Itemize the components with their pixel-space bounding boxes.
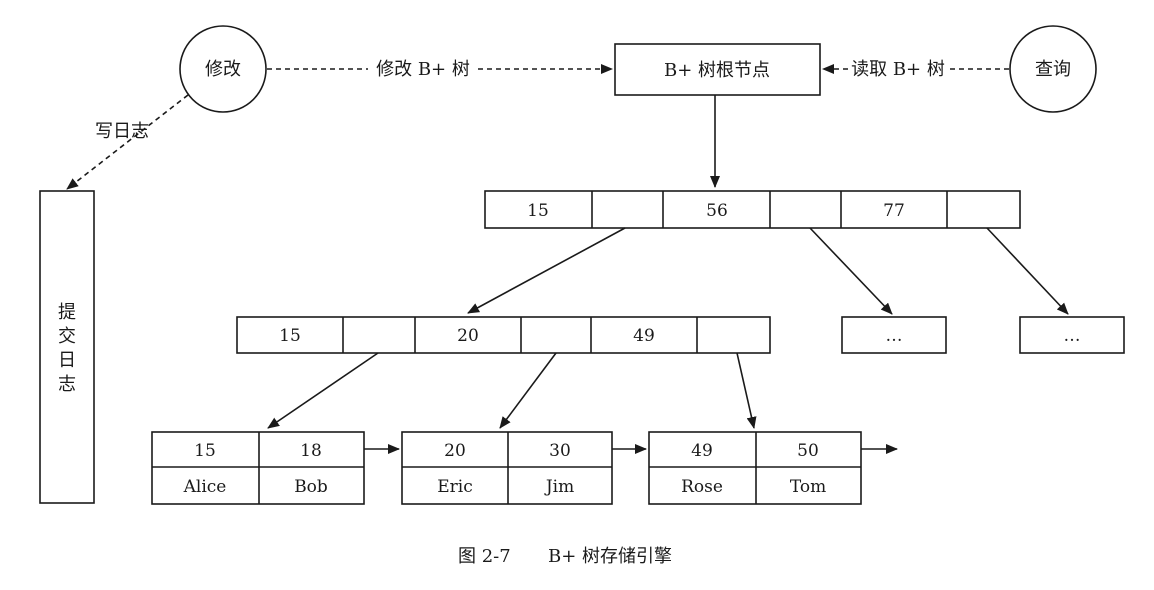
modify-tree-label: 修改 B+ 树 [376, 59, 470, 80]
level2-node: 15 20 49 [236, 316, 771, 354]
leaf-value: Eric [437, 477, 473, 497]
ellipsis-label: … [1064, 326, 1081, 346]
level1-to-ellipsis-arrow [809, 227, 893, 315]
read-tree-edge: 读取 B+ 树 [822, 59, 1009, 80]
level2-key: 15 [279, 326, 301, 346]
commit-log-char: 志 [58, 374, 76, 395]
query-actor-label: 查询 [1035, 59, 1071, 80]
level1-key: 56 [706, 201, 728, 221]
root-node-label: B+ 树根节点 [664, 60, 770, 81]
leaf-value: Rose [681, 477, 723, 497]
query-actor: 查询 [1009, 25, 1097, 113]
leaf-key: 50 [797, 441, 819, 461]
leaf-value: Tom [790, 477, 826, 497]
level2-to-leaf-arrow [736, 352, 757, 429]
level2-to-leaf-arrow [499, 352, 557, 429]
ellipsis-node: … [1019, 316, 1125, 354]
read-tree-label: 读取 B+ 树 [851, 59, 945, 80]
caption-number: 图 2-7 [458, 546, 511, 567]
commit-log-char: 交 [58, 326, 76, 347]
figure-caption: 图 2-7 B+ 树存储引擎 [458, 546, 672, 567]
level1-node: 15 56 77 [484, 190, 1021, 229]
level1-to-level2-arrow [467, 227, 626, 314]
ellipsis-node: … [841, 316, 947, 354]
level1-key: 77 [883, 201, 905, 221]
commit-log-char: 提 [58, 302, 76, 323]
leaf-value: Jim [544, 477, 574, 497]
write-log-label: 写日志 [95, 121, 149, 142]
leaf-node: 49 50 Rose Tom [648, 431, 862, 505]
level2-to-leaf-arrow [267, 352, 379, 429]
commit-log: 提 交 日 志 [39, 190, 95, 504]
leaf-key: 20 [444, 441, 466, 461]
commit-log-char: 日 [58, 350, 76, 371]
leaf-value: Alice [183, 477, 227, 497]
leaf-node: 15 18 Alice Bob [151, 431, 365, 505]
leaf-value: Bob [294, 477, 328, 497]
leaf-key: 49 [691, 441, 713, 461]
leaf-key: 30 [549, 441, 571, 461]
leaf-key: 15 [194, 441, 216, 461]
modify-tree-edge: 修改 B+ 树 [267, 59, 613, 80]
modify-actor-label: 修改 [205, 59, 241, 80]
leaf-node: 20 30 Eric Jim [401, 431, 613, 505]
modify-actor: 修改 [179, 25, 267, 113]
write-log-edge: 写日志 [66, 94, 189, 190]
leaf-key: 18 [300, 441, 322, 461]
level2-key: 49 [633, 326, 655, 346]
level1-to-ellipsis-arrow [986, 227, 1069, 315]
ellipsis-label: … [886, 326, 903, 346]
level2-key: 20 [457, 326, 479, 346]
level1-key: 15 [527, 201, 549, 221]
root-node: B+ 树根节点 [614, 43, 821, 96]
caption-title: B+ 树存储引擎 [548, 546, 672, 567]
